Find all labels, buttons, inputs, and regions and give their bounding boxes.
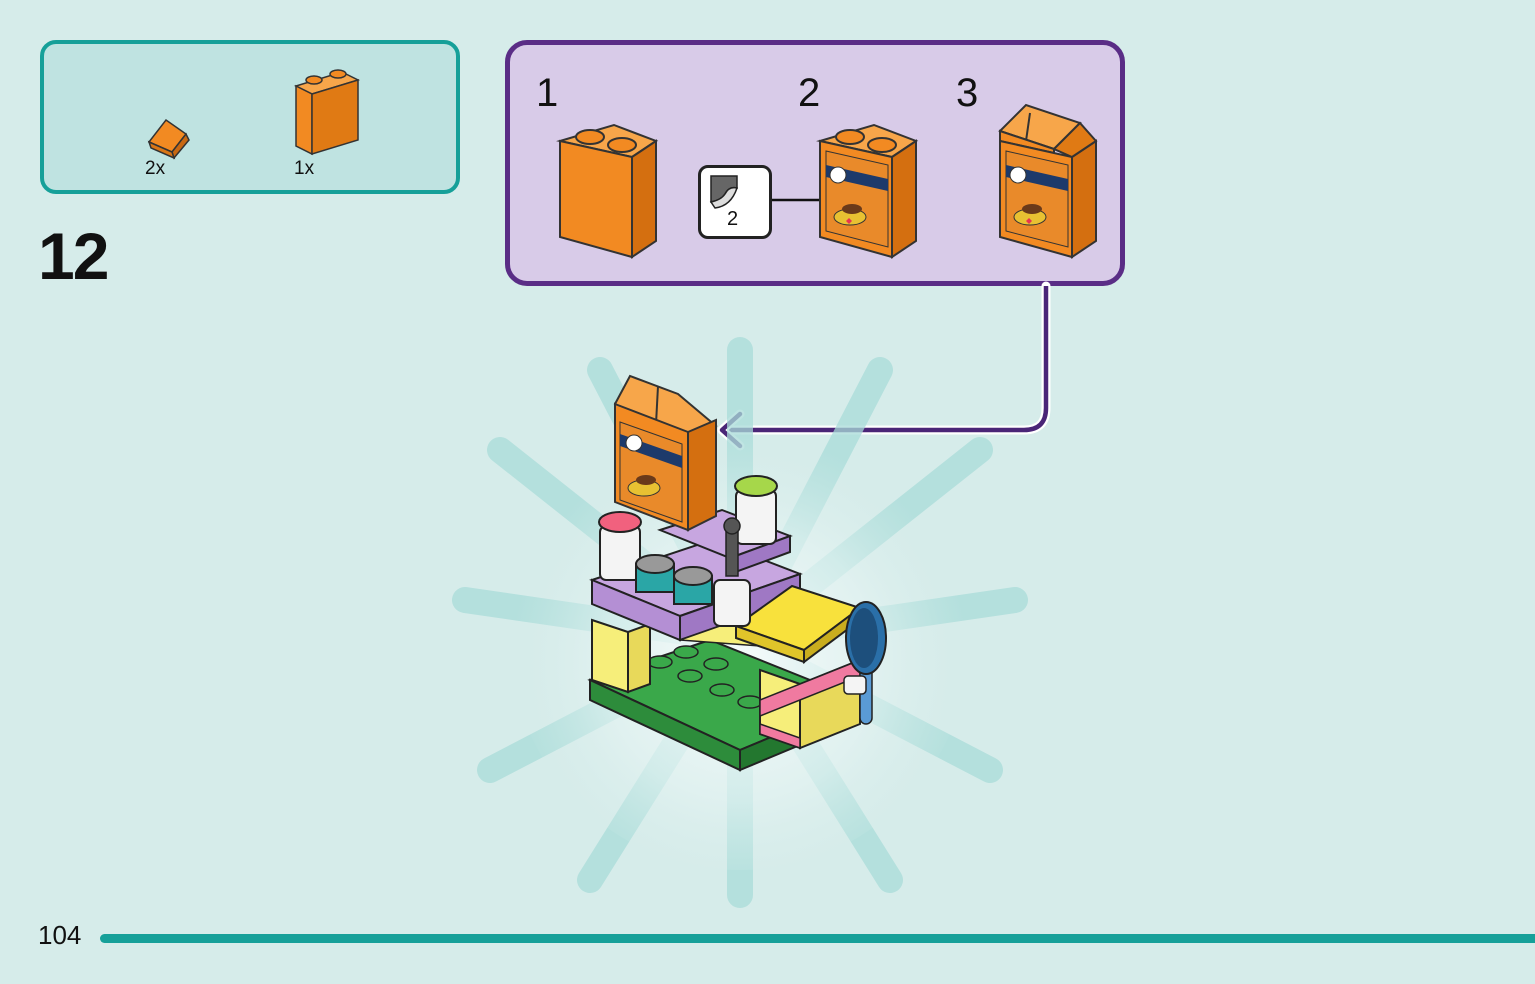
green-jar-icon <box>734 475 778 545</box>
sticker-peel-icon <box>709 175 738 209</box>
grooming-brush-icon <box>843 601 887 725</box>
food-box-icon <box>613 374 718 532</box>
part-quantity-1: 2x <box>145 158 166 179</box>
step-number: 12 <box>38 219 109 293</box>
orange-brick-1x2x2-icon <box>293 69 361 156</box>
spray-bottle-icon <box>713 517 751 627</box>
model-illustration <box>452 337 1028 908</box>
orange-slope-tile-icon <box>147 118 190 160</box>
sticker-sheet-icon: 2 <box>698 165 772 239</box>
substep-callout: 1 2 3 2 <box>505 40 1125 286</box>
parts-callout: 2x 1x <box>40 40 460 194</box>
page-number: 104 <box>38 920 82 950</box>
substep-number-3: 3 <box>956 71 979 115</box>
pink-jar-icon <box>598 511 642 581</box>
orange-brick-icon <box>556 123 659 259</box>
substep-number-1: 1 <box>536 71 559 115</box>
round-tin-icon <box>635 554 713 605</box>
footer-progress-bar <box>100 934 1535 943</box>
part-quantity-2: 1x <box>294 158 315 179</box>
food-box-icon <box>998 103 1098 259</box>
stickered-brick-icon <box>816 123 919 259</box>
sticker-number: 2 <box>727 208 739 230</box>
substep-number-2: 2 <box>798 71 821 115</box>
